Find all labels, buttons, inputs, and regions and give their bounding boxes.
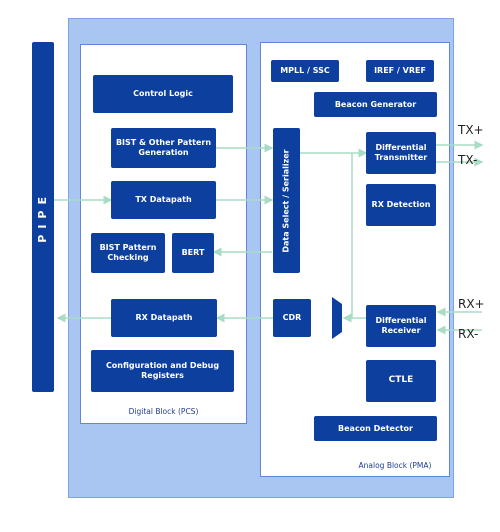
differential-receiver-block: Differential Receiver <box>366 305 436 347</box>
serializer-label: Data Select / Serializer <box>281 148 291 253</box>
cdr-block: CDR <box>273 299 311 337</box>
rx-plus-label: RX+ <box>458 297 485 311</box>
rx-minus-label: RX- <box>458 327 479 341</box>
digital-block-caption: Digital Block (PCS) <box>128 407 199 416</box>
bert-block: BERT <box>172 233 214 273</box>
beacon-generator-block: Beacon Generator <box>314 92 437 117</box>
tx-minus-label: TX- <box>458 153 478 167</box>
beacon-detector-block: Beacon Detector <box>314 416 437 441</box>
serializer-block: Data Select / Serializer <box>273 128 300 273</box>
tx-plus-label: TX+ <box>458 123 484 137</box>
pipe-bar: PIPE <box>32 42 54 392</box>
control-logic-block: Control Logic <box>93 75 233 113</box>
differential-transmitter-block: Differential Transmitter <box>366 132 436 174</box>
iref-vref-block: IREF / VREF <box>366 60 434 82</box>
mux-shape <box>332 297 342 339</box>
bist-generation-block: BIST & Other Pattern Generation <box>111 128 216 168</box>
bist-checking-block: BIST Pattern Checking <box>91 233 165 273</box>
tx-datapath-block: TX Datapath <box>111 181 216 219</box>
ctle-block: CTLE <box>366 360 436 402</box>
rx-datapath-block: RX Datapath <box>111 299 217 337</box>
rx-detection-block: RX Detection <box>366 184 436 226</box>
analog-block-caption: Analog Block (PMA) <box>358 461 432 470</box>
configuration-debug-block: Configuration and Debug Registers <box>91 350 234 392</box>
mpll-ssc-block: MPLL / SSC <box>271 60 339 82</box>
